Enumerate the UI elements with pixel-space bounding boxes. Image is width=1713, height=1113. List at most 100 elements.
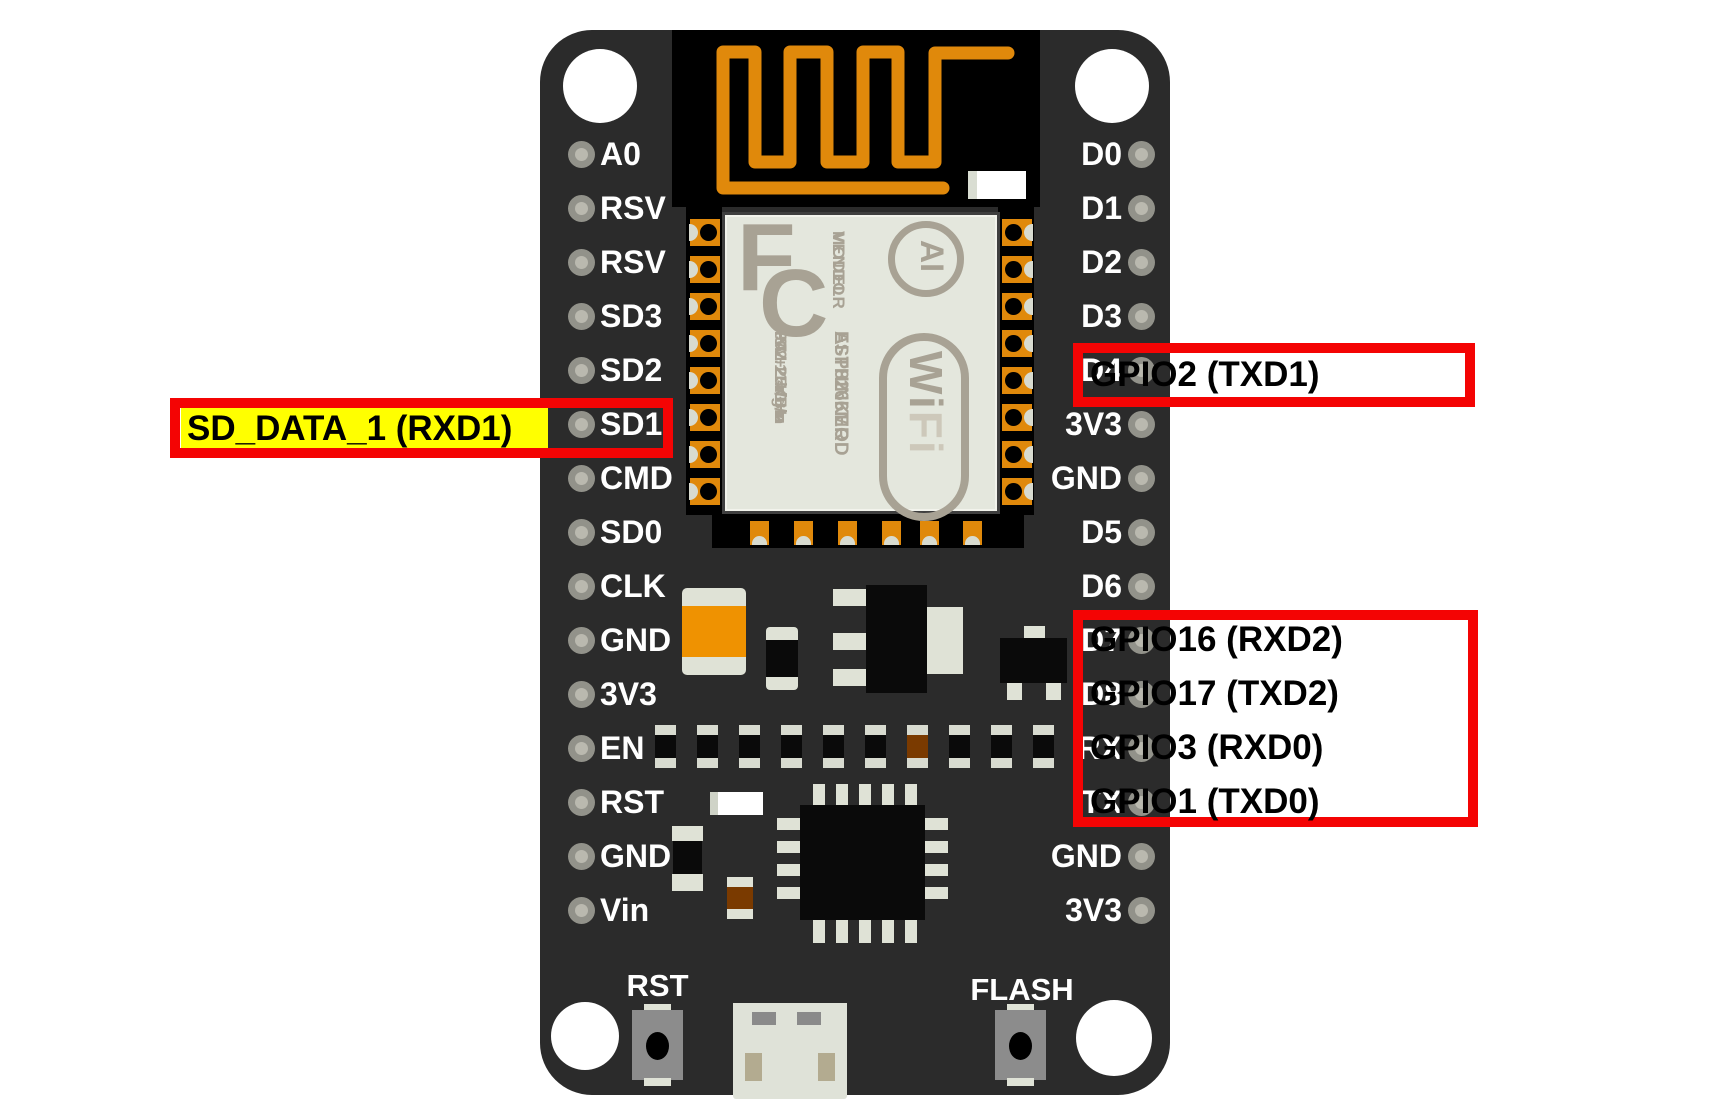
pin-label-left-sd2: SD2: [600, 352, 663, 388]
chip-pin: [925, 887, 948, 899]
pin-pad-right-tx: [1128, 789, 1155, 816]
resistor-body: [949, 735, 970, 758]
vertical-component: [672, 826, 703, 891]
pad-hole: [700, 483, 717, 500]
pad-hole: [700, 446, 717, 463]
regulator-pin: [833, 589, 867, 606]
pin-pad-left-vin: [568, 897, 595, 924]
module-pad-bottom: [838, 521, 857, 545]
usb-slot: [752, 1012, 776, 1025]
module-pad-left: [689, 404, 720, 431]
resistor-body: [991, 735, 1012, 758]
resistor-body: [865, 735, 886, 758]
resistor-cap: [739, 758, 760, 768]
pad-notch: [1024, 483, 1033, 500]
mounting-hole-bottom-right: [1076, 1000, 1152, 1076]
transistor-pin: [1046, 683, 1061, 700]
pad-hole: [1005, 372, 1022, 389]
pin-pad-right-d6: [1128, 573, 1155, 600]
resistor-cap: [865, 725, 886, 735]
pin-label-right-d1: D1: [1081, 190, 1122, 226]
resistor-array-item: [907, 725, 928, 768]
flash-button-cap: [1007, 1004, 1034, 1012]
pad-notch: [1024, 261, 1033, 278]
pin-pad-left-gnd: [568, 843, 595, 870]
module-pad-right: [1002, 256, 1033, 283]
pin-label-right-tx: TX: [1081, 784, 1122, 820]
pad-hole: [700, 409, 717, 426]
usb-uart-chip: [800, 805, 925, 920]
resistor-cap: [655, 725, 676, 735]
chip-pin: [905, 784, 917, 805]
resistor-array-item: [865, 725, 886, 768]
resistor-body: [781, 735, 802, 758]
pad-notch: [689, 409, 698, 426]
pin-label-right-d4: D4: [1081, 352, 1122, 388]
mounting-hole-bottom-left: [551, 1002, 619, 1070]
chip-pin: [859, 920, 871, 943]
transistor-pin: [1007, 683, 1022, 700]
pin-pad-left-sd1: [568, 411, 595, 438]
pad-notch: [689, 483, 698, 500]
module-pad-right: [1002, 219, 1033, 246]
chip-pin: [925, 864, 948, 876]
resistor-cap: [1033, 725, 1054, 735]
pin-pad-right-gnd: [1128, 465, 1155, 492]
mounting-hole-top-left: [563, 49, 637, 123]
pin-label-left-rsv: RSV: [600, 190, 666, 226]
fcc-logo: F: [737, 204, 796, 311]
resistor-cap: [1033, 758, 1054, 768]
chip-pin: [813, 784, 825, 805]
pad-hole: [1005, 298, 1022, 315]
pin-pad-left-sd2: [568, 357, 595, 384]
fcc-logo-c: C: [759, 250, 829, 357]
chip-pin: [925, 841, 948, 853]
pin-pad-right-3v3: [1128, 411, 1155, 438]
pin-pad-right-d5: [1128, 519, 1155, 546]
pad-hole: [700, 335, 717, 352]
resistor-body: [739, 735, 760, 758]
flash-button-cap: [1007, 1078, 1034, 1086]
resistor-cap: [907, 725, 928, 735]
pad-notch: [689, 335, 698, 352]
pin-pad-left-rst: [568, 789, 595, 816]
resistor-body: [655, 735, 676, 758]
pad-hole: [1005, 335, 1022, 352]
chip-pin: [905, 920, 917, 943]
pin-pad-left-3v3: [568, 681, 595, 708]
pin-pad-left-sd3: [568, 303, 595, 330]
resistor-cap: [781, 758, 802, 768]
pin-label-right-gnd: GND: [1050, 460, 1122, 496]
pin-label-right-d2: D2: [1081, 244, 1122, 280]
resistor-array-item: [823, 725, 844, 768]
chip-pin: [882, 920, 894, 943]
pin-label-left-sd3: SD3: [600, 298, 663, 334]
pad-notch: [1024, 298, 1033, 315]
module-pad-left: [689, 219, 720, 246]
usb-slot: [797, 1012, 821, 1025]
pin-label-left-cmd: CMD: [600, 460, 673, 496]
resistor-cap: [655, 758, 676, 768]
pin-pad-left-sd0: [568, 519, 595, 546]
uart-annotation-line: GPIO17 (TXD2): [1090, 674, 1339, 713]
pad-hole: [1005, 409, 1022, 426]
voltage-regulator: [866, 585, 927, 693]
module-pad-left: [689, 367, 720, 394]
pin-label-right-d5: D5: [1081, 514, 1122, 550]
pin-pad-right-d2: [1128, 249, 1155, 276]
micro-usb-connector: [733, 1003, 847, 1099]
chip-pin: [777, 887, 800, 899]
module-pad-bottom: [882, 521, 901, 545]
module-pad-left: [689, 256, 720, 283]
pin-label-left-a0: A0: [600, 136, 641, 172]
pin-pad-left-clk: [568, 573, 595, 600]
pin-pad-right-gnd: [1128, 843, 1155, 870]
chip-pin: [836, 920, 848, 943]
pin-label-left-sd1: SD1: [600, 406, 663, 442]
pad-notch: [965, 536, 980, 545]
sd1-annotation-box: [170, 398, 673, 458]
pad-notch: [1024, 372, 1033, 389]
wifi-logo: WiFi: [879, 333, 969, 521]
module-pad-right: [1002, 478, 1033, 505]
resistor-cap: [823, 758, 844, 768]
